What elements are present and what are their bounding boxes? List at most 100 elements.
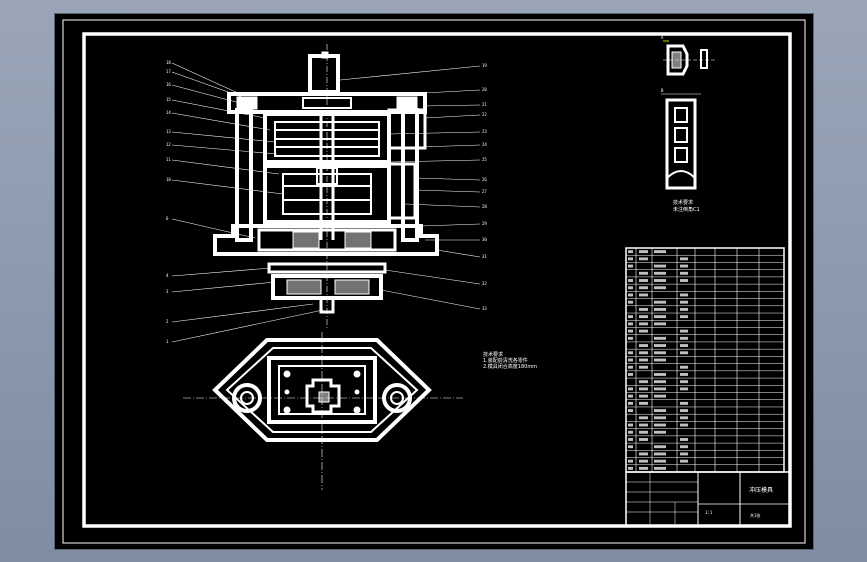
bom-cell-text (680, 300, 688, 304)
bom-cell-text (654, 373, 666, 376)
bom-cell-text (654, 315, 666, 319)
bom-cell-text (628, 315, 633, 319)
bom-cell-text (654, 271, 666, 275)
bom-cell-text (628, 409, 633, 413)
bom-cell-text (680, 452, 688, 456)
bom-cell-text (654, 380, 666, 384)
bom-cell-text (639, 271, 648, 275)
bom-cell-text (680, 271, 688, 275)
bom-cell-text (680, 380, 688, 384)
bom-cell-text (639, 365, 648, 369)
part-number: 19 (482, 63, 487, 68)
bom-cell-text (680, 279, 688, 282)
bom-cell-text (680, 459, 688, 463)
part-number: 25 (482, 157, 487, 162)
bom-cell-text (654, 416, 666, 420)
bom-cell-text (628, 358, 633, 362)
bom-cell-marks (628, 250, 688, 470)
part-number: 3 (166, 289, 169, 294)
bom-cell-text (628, 257, 633, 261)
drawing-viewport[interactable]: 18 17 16 15 14 13 12 11 10 6 4 3 2 1 19 … (55, 14, 813, 549)
bom-cell-text (639, 466, 648, 470)
bom-cell-text (628, 286, 633, 290)
detail-caption: 未注倒角C1 (673, 206, 700, 213)
bom-cell-text (628, 445, 633, 449)
bom-cell-text (680, 307, 688, 311)
part-number: 4 (166, 273, 169, 278)
part-number-labels-right: 19 20 21 22 23 24 25 26 27 28 29 30 31 3… (482, 63, 487, 311)
bom-cell-text (680, 264, 688, 268)
bom-cell-text (628, 264, 633, 268)
tech-note-line: 1.装配前清洗各零件 (483, 357, 528, 364)
drawing-title: 冲压模具 (749, 486, 773, 494)
part-number: 16 (166, 82, 171, 87)
leader-lines-left (171, 62, 324, 343)
bom-cell-text (680, 409, 688, 413)
part-number: 26 (482, 177, 487, 182)
part-number: 32 (482, 281, 487, 286)
bom-cell-text (654, 430, 666, 434)
bom-cell-text (639, 307, 648, 311)
cad-drawing-sheet: 18 17 16 15 14 13 12 11 10 6 4 3 2 1 19 … (62, 19, 806, 544)
bom-cell-text (680, 344, 688, 347)
bom-cell-text (639, 329, 648, 333)
part-number: 24 (482, 142, 487, 147)
part-number: 6 (166, 216, 169, 221)
bom-cell-text (628, 351, 633, 355)
bom-cell-text (639, 394, 648, 398)
bom-cell-text (639, 257, 648, 261)
bom-cell-text (654, 300, 666, 304)
bom-cell-text (628, 387, 633, 391)
bom-cell-text (639, 322, 648, 326)
bom-cell-text (639, 315, 648, 319)
bom-cell-text (654, 409, 666, 413)
bom-cell-text (628, 322, 633, 326)
bom-cell-text (639, 430, 648, 434)
bom-rows (626, 254, 784, 466)
part-number: 18 (166, 60, 171, 65)
bom-cell-text (680, 315, 688, 319)
bom-cell-text (628, 373, 633, 376)
part-number: 27 (482, 189, 487, 194)
bom-cell-text (628, 394, 633, 398)
detail-view-mid (661, 93, 701, 190)
bom-cell-text (680, 336, 688, 340)
part-number: 28 (482, 204, 487, 209)
part-number: 23 (482, 129, 487, 134)
detail-view-top (663, 40, 715, 76)
bom-cell-text (639, 380, 648, 384)
part-number: 21 (482, 102, 487, 107)
leader-lines-right (339, 65, 481, 310)
bom-cell-text (680, 438, 688, 441)
detail-label-b: B (661, 88, 664, 93)
bom-cell-text (654, 394, 666, 398)
detail-caption: 技术要求 (673, 199, 693, 206)
part-number: 17 (166, 69, 171, 74)
bom-cell-text (680, 373, 688, 376)
bom-cell-text (680, 423, 688, 427)
bom-cell-text (680, 387, 688, 391)
bom-cell-text (628, 300, 633, 304)
bom-cell-text (639, 438, 648, 441)
bom-cell-text (639, 387, 648, 391)
bom-cell-text (639, 423, 648, 427)
bom-cell-text (680, 257, 688, 261)
bom-cell-text (680, 416, 688, 420)
bom-cell-text (654, 336, 666, 340)
bom-cell-text (628, 329, 633, 333)
part-number: 12 (166, 142, 171, 147)
bom-cell-text (654, 387, 666, 391)
part-number: 31 (482, 254, 487, 259)
bom-cell-text (628, 423, 633, 427)
bom-cell-text (654, 351, 666, 355)
bom-cell-text (628, 459, 633, 463)
assembly-section-view (213, 44, 439, 330)
bom-cell-text (654, 264, 666, 268)
plan-view (183, 332, 463, 490)
part-number: 1 (166, 339, 169, 344)
bom-cell-text (680, 293, 688, 297)
bom-cell-text (639, 452, 648, 456)
bom-cell-text (654, 279, 666, 282)
part-number: 30 (482, 237, 487, 242)
part-number-labels-left: 18 17 16 15 14 13 12 11 10 6 4 3 2 1 (166, 60, 171, 344)
